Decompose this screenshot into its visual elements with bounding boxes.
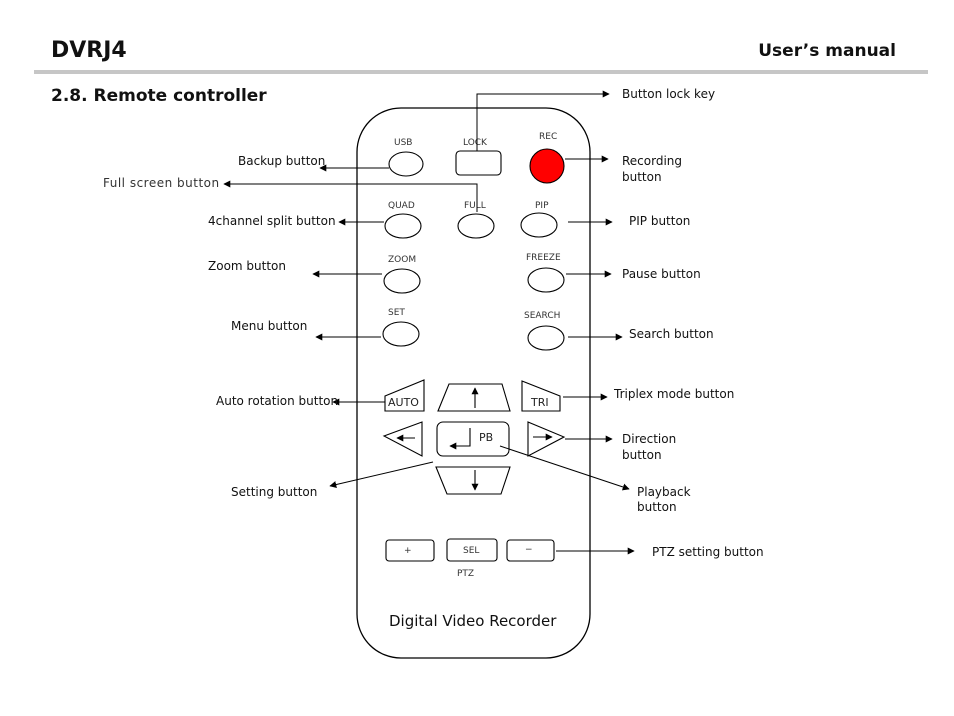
callout-4channel-split: 4channel split button: [208, 214, 336, 228]
ptz-sel-label: SEL: [463, 546, 479, 556]
zoom-button[interactable]: [383, 268, 421, 294]
callout-direction-line2: button: [622, 448, 662, 462]
rec-button[interactable]: [529, 148, 565, 184]
direction-down-button[interactable]: [435, 466, 511, 495]
setting-callout-line: [329, 461, 434, 488]
callout-menu-button: Menu button: [231, 319, 308, 333]
tri-button[interactable]: [521, 380, 561, 412]
callout-playback-line1: Playback: [637, 485, 691, 499]
auto-button[interactable]: [384, 379, 425, 412]
quad-button[interactable]: [384, 213, 422, 239]
ptz-label: PTZ: [457, 569, 474, 579]
set-button[interactable]: [382, 321, 420, 347]
full-label: FULL: [464, 201, 486, 211]
pb-label: PB: [479, 431, 493, 444]
callout-playback-line2: button: [637, 500, 677, 514]
ptz-minus-label: −: [525, 545, 533, 555]
search-button[interactable]: [527, 325, 565, 351]
callout-triplex-mode: Triplex mode button: [614, 387, 735, 401]
header-rule: [34, 70, 928, 74]
callout-pip-button: PIP button: [629, 214, 691, 228]
document-title: DVRJ4: [51, 38, 127, 63]
pip-button[interactable]: [520, 212, 558, 238]
lock-callout-line: [476, 90, 610, 151]
callout-direction-line1: Direction: [622, 432, 677, 446]
ptz-plus-label: +: [404, 546, 412, 556]
lock-label: LOCK: [463, 138, 488, 148]
enter-icon: [449, 428, 471, 450]
document-subtitle: User’s manual: [758, 41, 896, 61]
direction-up-button[interactable]: [437, 383, 511, 412]
freeze-label: FREEZE: [526, 253, 561, 263]
full-callout-line: [223, 180, 478, 212]
callout-recording-line1: Recording: [622, 154, 683, 168]
auto-label: AUTO: [388, 396, 419, 409]
usb-label: USB: [394, 138, 412, 148]
callout-zoom-button: Zoom button: [208, 259, 286, 273]
callout-pause-button: Pause button: [622, 267, 701, 281]
callout-search-button: Search button: [629, 327, 714, 341]
pip-label: PIP: [535, 201, 549, 211]
callout-auto-rotation: Auto rotation button: [216, 394, 339, 408]
playback-callout-line: [499, 445, 630, 491]
search-label: SEARCH: [524, 311, 560, 321]
zoom-label: ZOOM: [388, 255, 416, 265]
section-title: 2.8. Remote controller: [51, 86, 267, 106]
set-label: SET: [388, 308, 405, 318]
callout-full-screen-button: Full screen button: [103, 176, 220, 190]
remote-body: [356, 107, 591, 659]
remote-footer-label: Digital Video Recorder: [389, 612, 557, 630]
callout-recording-line2: button: [622, 170, 662, 184]
ptz-minus-button[interactable]: [506, 539, 555, 562]
callout-backup-button: Backup button: [238, 154, 326, 168]
callout-ptz-setting: PTZ setting button: [652, 545, 764, 559]
ptz-plus-button[interactable]: [385, 539, 435, 562]
quad-label: QUAD: [388, 201, 415, 211]
usb-button[interactable]: [388, 151, 424, 177]
full-button[interactable]: [457, 213, 495, 239]
freeze-button[interactable]: [527, 267, 565, 293]
ptz-sel-button[interactable]: [446, 538, 498, 562]
lock-button[interactable]: [455, 150, 502, 176]
callout-setting-button: Setting button: [231, 485, 318, 499]
rec-label: REC: [539, 132, 557, 142]
tri-label: TRI: [530, 396, 549, 409]
callout-button-lock-key: Button lock key: [622, 87, 716, 101]
pb-button[interactable]: [436, 421, 510, 457]
